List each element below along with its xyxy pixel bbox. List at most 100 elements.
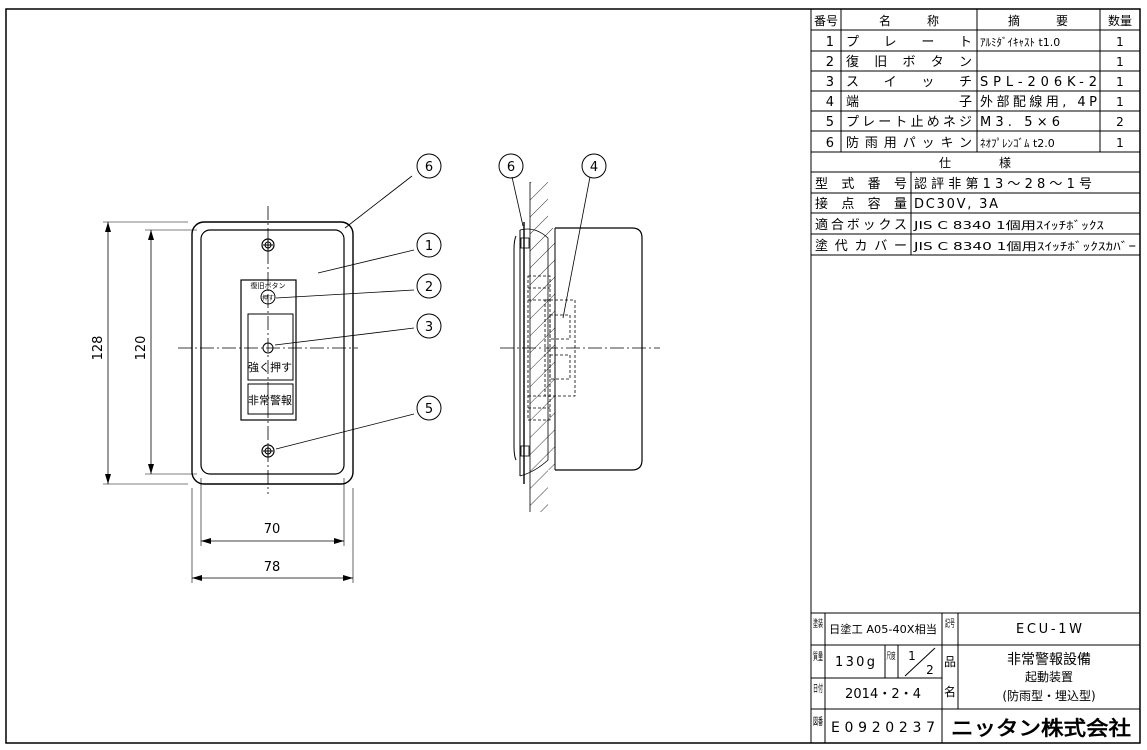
- svg-text:1: 1: [1116, 95, 1124, 109]
- svg-text:ｱﾙﾐﾀﾞｲｷｬｽﾄ t1.0: ｱﾙﾐﾀﾞｲｷｬｽﾄ t1.0: [980, 36, 1060, 49]
- reset-button-text: 押す: [262, 294, 274, 302]
- table-row: 型 式 番 号 認評非第13～28～1号: [815, 176, 1092, 192]
- svg-text:4: 4: [826, 95, 834, 110]
- svg-text:3: 3: [425, 320, 433, 335]
- parts-header-no: 番号: [814, 14, 838, 28]
- svg-text:1: 1: [425, 239, 433, 254]
- svg-text:接 点 容 量: 接 点 容 量: [815, 196, 907, 212]
- svg-text:DC30V, 3A: DC30V, 3A: [914, 197, 998, 212]
- svg-text:端 子: 端 子: [846, 95, 972, 110]
- svg-text:6: 6: [507, 160, 515, 175]
- wall-section: [530, 182, 555, 512]
- svg-text:防雨用パッキン: 防雨用パッキン: [846, 135, 972, 151]
- symbol-value: ECU-1W: [1016, 622, 1082, 637]
- dimension-width-inner: 70: [200, 478, 345, 546]
- product-name-type: (防雨型・埋込型): [1002, 688, 1095, 703]
- svg-text:JIS C 8340 1個用ｽｲｯﾁﾎﾞｯｸｽｶﾊﾞｰ: JIS C 8340 1個用ｽｲｯﾁﾎﾞｯｸｽｶﾊﾞｰ: [913, 240, 1136, 253]
- table-row: 6 防雨用パッキン ﾈｵﾌﾟﾚﾝｺﾞﾑ t2.0 1: [826, 135, 1124, 151]
- svg-text:JIS C 8340 1個用ｽｲｯﾁﾎﾞｯｸｽ: JIS C 8340 1個用ｽｲｯﾁﾎﾞｯｸｽ: [913, 219, 1105, 232]
- name-label-top: 品: [944, 655, 956, 669]
- paint-value: 日塗工 A05-40X相当: [829, 622, 937, 636]
- parts-header-qty: 数量: [1108, 13, 1132, 28]
- scale-numerator: 1: [908, 649, 916, 663]
- company-name: ニッタン株式会社: [951, 716, 1131, 740]
- product-name-main: 非常警報設備: [1007, 652, 1091, 668]
- alarm-label: 非常警報: [248, 393, 292, 407]
- balloon: 2: [416, 273, 442, 299]
- svg-text:2: 2: [1116, 115, 1124, 129]
- svg-text:6: 6: [425, 160, 433, 175]
- svg-text:1: 1: [1116, 55, 1124, 69]
- svg-text:ﾈｵﾌﾟﾚﾝｺﾞﾑ t2.0: ﾈｵﾌﾟﾚﾝｺﾞﾑ t2.0: [980, 137, 1055, 150]
- symbol-label: 記号: [945, 617, 955, 630]
- balloon: 5: [416, 395, 442, 421]
- svg-text:1: 1: [826, 35, 834, 50]
- table-row: 5 プレート止めネジ M3. 5×6 2: [826, 115, 1124, 130]
- svg-text:70: 70: [264, 522, 281, 537]
- table-row: 3 ス イ ッ チ SPL-206K-2 1: [826, 75, 1124, 90]
- plate-outer: [191, 221, 354, 485]
- svg-text:1: 1: [1116, 35, 1124, 49]
- switch-box: [555, 227, 643, 471]
- svg-text:塗代カバー: 塗代カバー: [815, 238, 907, 254]
- switch-block: [240, 279, 297, 421]
- svg-text:ス イ ッ チ: ス イ ッ チ: [846, 75, 972, 90]
- reset-button: [260, 289, 276, 305]
- svg-text:型 式 番 号: 型 式 番 号: [815, 177, 907, 192]
- alarm-panel: [247, 383, 294, 415]
- dimension-height-inner: 120: [134, 229, 197, 475]
- svg-text:復 旧 ボ タ ン: 復 旧 ボ タ ン: [846, 54, 972, 70]
- front-view: 復旧ボタン 押す 強く押す 非常警報 6 1 2 3: [91, 153, 442, 583]
- mass-label: 質量: [813, 650, 823, 663]
- table-row: 塗代カバー JIS C 8340 1個用ｽｲｯﾁﾎﾞｯｸｽｶﾊﾞｰ: [815, 238, 1136, 254]
- svg-text:1: 1: [1116, 136, 1124, 150]
- svg-text:2: 2: [826, 55, 834, 70]
- table-row: 1 プ レ ー ト ｱﾙﾐﾀﾞｲｷｬｽﾄ t1.0 1: [826, 35, 1124, 50]
- svg-text:プ レ ー ト: プ レ ー ト: [846, 35, 972, 50]
- svg-text:2: 2: [425, 280, 433, 295]
- parts-table: 番号 名 称 摘 要 数量 1 プ レ ー ト ｱﾙﾐﾀﾞｲｷｬｽﾄ t1.0 …: [811, 9, 1140, 153]
- parts-header-name: 名 称: [879, 13, 939, 28]
- product-name-sub: 起動装置: [1025, 670, 1073, 684]
- drawing-number: E0920237: [831, 720, 935, 736]
- table-row: 2 復 旧 ボ タ ン 1: [826, 54, 1124, 70]
- balloon: 4: [581, 153, 607, 179]
- table-row: 4 端 子 外部配線用, 4P 1: [826, 94, 1124, 110]
- push-switch: [247, 313, 294, 381]
- svg-text:5: 5: [425, 402, 433, 417]
- balloon: 6: [498, 153, 524, 179]
- plate-inner: [200, 229, 345, 475]
- name-label-bottom: 名: [944, 684, 956, 699]
- date-value: 2014・2・4: [845, 687, 921, 702]
- parts-header-spec: 摘 要: [1008, 13, 1068, 28]
- date-label: 日付: [813, 682, 823, 695]
- table-row: 適合ボックス JIS C 8340 1個用ｽｲｯﾁﾎﾞｯｸｽ: [815, 217, 1105, 233]
- svg-text:3: 3: [826, 75, 834, 90]
- svg-text:適合ボックス: 適合ボックス: [815, 217, 907, 233]
- svg-text:78: 78: [264, 560, 281, 575]
- push-switch-label: 強く押す: [248, 360, 292, 374]
- svg-text:128: 128: [91, 336, 106, 361]
- svg-text:SPL-206K-2: SPL-206K-2: [980, 75, 1097, 90]
- spec-header: 仕 様: [939, 156, 1011, 170]
- drawing-no-label: 図番: [813, 716, 823, 728]
- svg-text:120: 120: [134, 336, 149, 361]
- svg-text:1: 1: [1116, 75, 1124, 89]
- balloon: 3: [416, 313, 442, 339]
- dimension-height-outer: 128: [91, 221, 188, 485]
- svg-text:プレート止めネジ: プレート止めネジ: [846, 115, 972, 130]
- svg-text:認評非第13～28～1号: 認評非第13～28～1号: [914, 176, 1092, 192]
- screw-icon: [261, 444, 275, 458]
- side-view: 6 4: [498, 153, 660, 512]
- reset-button-label: 復旧ボタン: [251, 281, 286, 290]
- spec-table: 仕 様 型 式 番 号 認評非第13～28～1号 接 点 容 量 DC30V, …: [811, 156, 1140, 256]
- balloon: 6: [416, 153, 442, 179]
- table-row: 接 点 容 量 DC30V, 3A: [815, 196, 998, 212]
- svg-text:4: 4: [590, 160, 598, 175]
- title-block: 塗装 日塗工 A05-40X相当 記号 ECU-1W 質量 130g 尺度 1 …: [811, 612, 1140, 743]
- screw-icon: [261, 238, 275, 252]
- svg-text:6: 6: [826, 136, 834, 151]
- svg-text:M3. 5×6: M3. 5×6: [980, 115, 1060, 130]
- sheet-border: [5, 8, 1141, 744]
